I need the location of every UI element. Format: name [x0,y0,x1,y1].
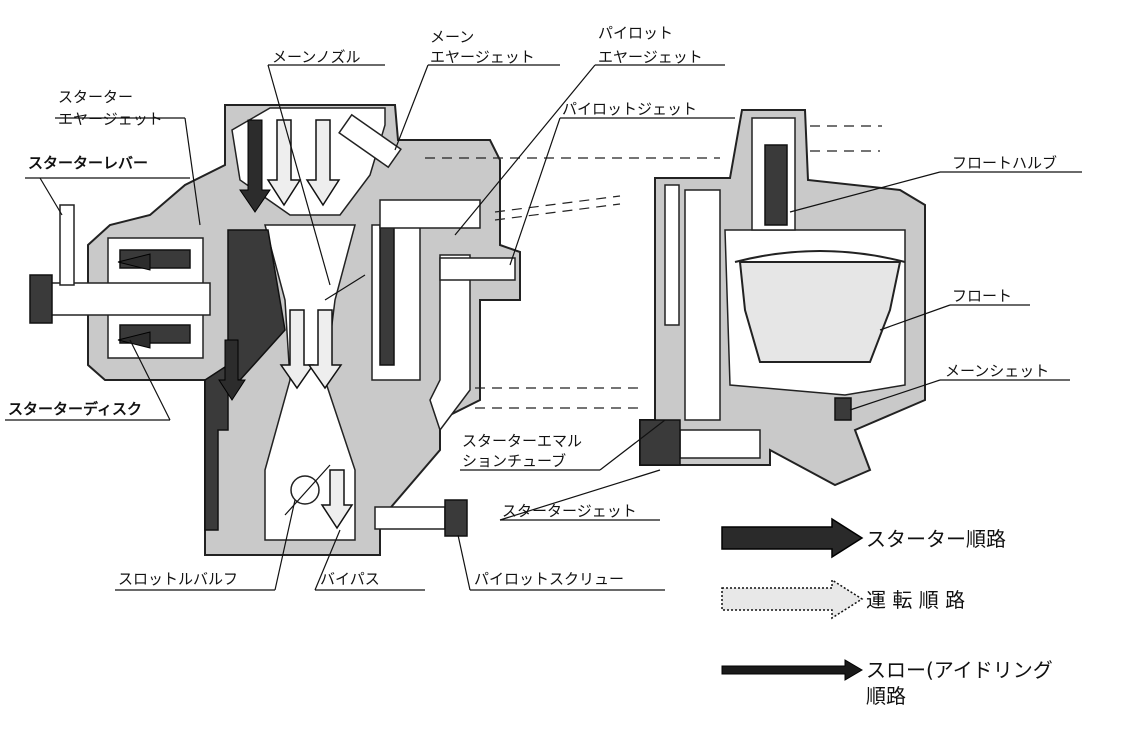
running-route-arrow [721,578,864,620]
throttle-valve [290,475,320,505]
leader-lines [5,64,1082,591]
legend-starter-route-label: スターター順路 [866,527,1006,551]
guide-lines [425,125,882,409]
float [738,261,902,363]
legend-starter-route: スターター順路 [721,517,1006,559]
legend-slow-route: スロー(アイドリング 順路 [721,658,1053,708]
label-starter-jet: スタータージェット [502,502,637,520]
label-starter-emulsion-1: スターターエマル [462,432,582,450]
carburetor-body [29,104,521,556]
label-main-nozzle: メーンノズル [272,48,361,66]
labels: メーンノズル メーン エヤージェット パイロット エヤージェット パイロットジェ… [8,24,1057,588]
legend-slow-route-label-2: 順路 [866,684,906,708]
label-starter-air-jet-2: エヤージェット [58,110,163,128]
slow-route-arrow [721,659,863,681]
label-throttle-valve: スロットルバルフ [118,570,238,588]
label-main-air-jet-1: メーン [430,28,474,46]
label-pilot-jet: パイロットジェット [562,100,697,118]
legend-running-route: 運 転 順 路 [721,578,965,620]
starter-flow-arrows [117,119,271,401]
legend-running-route-label: 運 転 順 路 [866,588,965,612]
label-main-jet: メーンシェット [945,362,1049,380]
starter-lever [59,204,75,286]
pilot-screw [374,506,446,530]
float-chamber [639,109,926,487]
label-starter-disk: スターターディスク [8,400,142,418]
label-pilot-air-jet-1: パイロット [598,24,673,42]
label-bypass: バイパス [320,570,380,588]
label-starter-emulsion-2: ションチューブ [462,452,566,470]
label-pilot-screw: パイロットスクリュー [474,570,624,588]
main-jet [834,397,852,421]
starter-shaft [39,282,211,316]
label-pilot-air-jet-2: エヤージェット [598,48,703,66]
starter-route-arrow [721,517,864,559]
label-float-valve: フロートハルブ [952,154,1057,172]
label-float: フロート [952,287,1012,305]
legend-slow-route-label-1: スロー(アイドリング [866,658,1053,682]
label-main-air-jet-2: エヤージェット [430,48,535,66]
legend: スターター順路 運 転 順 路 スロー(アイドリング 順路 [721,517,1053,708]
label-starter-lever: スターターレバー [28,154,148,172]
running-flow-arrows [266,119,354,530]
label-starter-air-jet-1: スターター [58,88,133,106]
